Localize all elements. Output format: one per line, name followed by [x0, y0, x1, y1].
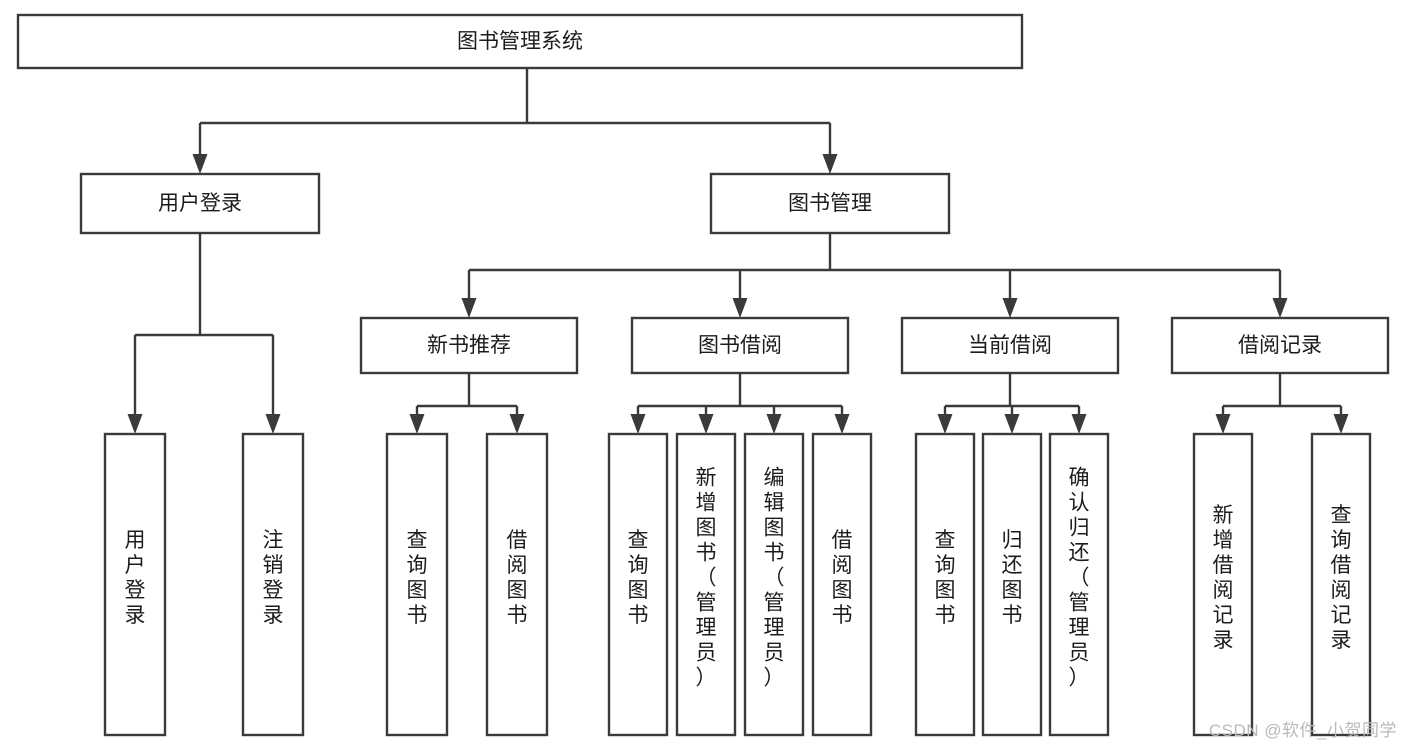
- node-new-book-recommend[interactable]: 新书推荐: [359, 316, 579, 375]
- connector-layer: [127, 68, 1349, 434]
- node-label-new-book-recommend: 新书推荐: [427, 334, 511, 357]
- node-leaf-borrow-book[interactable]: 借阅图书: [811, 432, 873, 737]
- node-box-leaf-confirm-return-admin[interactable]: [1048, 432, 1110, 737]
- root-to-book-management-icon: [822, 154, 838, 174]
- borrow-record-to-leaf-query-borrow-record-icon: [1333, 414, 1349, 434]
- node-box-leaf-user-login[interactable]: [103, 432, 167, 737]
- node-label-leaf-query-borrow-record: 查询借阅记录: [1331, 504, 1352, 652]
- node-label-leaf-add-book-admin: 新增图书（管理员）: [696, 467, 717, 690]
- node-label-book-borrow: 图书借阅: [698, 334, 782, 357]
- node-leaf-query-book-current[interactable]: 查询图书: [914, 432, 976, 737]
- node-box-root[interactable]: [16, 13, 1024, 70]
- node-label-leaf-query-book-recommend: 查询图书: [407, 529, 428, 627]
- node-leaf-user-login[interactable]: 用户登录: [103, 432, 167, 737]
- user-login-to-leaf-user-logout-icon: [265, 414, 281, 434]
- node-label-leaf-query-book-borrow: 查询图书: [628, 529, 649, 627]
- node-leaf-add-borrow-record[interactable]: 新增借阅记录: [1192, 432, 1254, 737]
- node-label-book-management: 图书管理: [788, 192, 872, 215]
- node-box-leaf-user-logout[interactable]: [241, 432, 305, 737]
- node-box-leaf-edit-book-admin[interactable]: [743, 432, 805, 737]
- node-leaf-confirm-return-admin[interactable]: 确认归还（管理员）: [1048, 432, 1110, 737]
- node-label-borrow-record: 借阅记录: [1238, 334, 1322, 357]
- node-box-leaf-borrow-book-recommend[interactable]: [485, 432, 549, 737]
- node-label-leaf-return-book: 归还图书: [1002, 529, 1023, 627]
- user-login-to-leaf-user-login-icon: [127, 414, 143, 434]
- node-box-leaf-add-borrow-record[interactable]: [1192, 432, 1254, 737]
- node-user-login[interactable]: 用户登录: [79, 172, 321, 235]
- book-management-to-borrow-record-icon: [1272, 298, 1288, 318]
- book-borrow-to-leaf-borrow-book-icon: [834, 414, 850, 434]
- node-box-borrow-record[interactable]: [1170, 316, 1390, 375]
- book-management-to-current-borrow-icon: [1002, 298, 1018, 318]
- node-label-leaf-query-book-current: 查询图书: [935, 529, 956, 627]
- node-label-leaf-user-logout: 注销登录: [263, 529, 284, 627]
- node-current-borrow[interactable]: 当前借阅: [900, 316, 1120, 375]
- node-label-user-login: 用户登录: [158, 192, 242, 215]
- node-leaf-user-logout[interactable]: 注销登录: [241, 432, 305, 737]
- node-box-leaf-query-book-borrow[interactable]: [607, 432, 669, 737]
- book-management-to-book-borrow-icon: [732, 298, 748, 318]
- node-label-leaf-add-borrow-record: 新增借阅记录: [1213, 504, 1234, 652]
- node-box-leaf-add-book-admin[interactable]: [675, 432, 737, 737]
- node-leaf-query-borrow-record[interactable]: 查询借阅记录: [1310, 432, 1372, 737]
- node-layer: 图书管理系统用户登录图书管理新书推荐图书借阅当前借阅借阅记录用户登录注销登录查询…: [16, 13, 1390, 737]
- node-box-book-borrow[interactable]: [630, 316, 850, 375]
- node-label-leaf-borrow-book-recommend: 借阅图书: [507, 529, 528, 627]
- node-box-book-management[interactable]: [709, 172, 951, 235]
- node-label-leaf-edit-book-admin: 编辑图书（管理员）: [764, 467, 785, 690]
- node-leaf-edit-book-admin[interactable]: 编辑图书（管理员）: [743, 432, 805, 737]
- node-root[interactable]: 图书管理系统: [16, 13, 1024, 70]
- root-to-user-login-icon: [192, 154, 208, 174]
- node-box-current-borrow[interactable]: [900, 316, 1120, 375]
- node-box-leaf-query-book-current[interactable]: [914, 432, 976, 737]
- node-label-current-borrow: 当前借阅: [968, 334, 1052, 357]
- current-borrow-to-leaf-query-book-current-icon: [937, 414, 953, 434]
- borrow-record-to-leaf-add-borrow-record-icon: [1215, 414, 1231, 434]
- node-box-new-book-recommend[interactable]: [359, 316, 579, 375]
- node-box-leaf-query-borrow-record[interactable]: [1310, 432, 1372, 737]
- node-book-management[interactable]: 图书管理: [709, 172, 951, 235]
- node-box-user-login[interactable]: [79, 172, 321, 235]
- new-book-recommend-to-leaf-query-book-recommend-icon: [409, 414, 425, 434]
- book-borrow-to-leaf-edit-book-admin-icon: [766, 414, 782, 434]
- node-leaf-return-book[interactable]: 归还图书: [981, 432, 1043, 737]
- new-book-recommend-to-leaf-borrow-book-recommend-icon: [509, 414, 525, 434]
- node-box-leaf-borrow-book[interactable]: [811, 432, 873, 737]
- node-book-borrow[interactable]: 图书借阅: [630, 316, 850, 375]
- node-box-leaf-query-book-recommend[interactable]: [385, 432, 449, 737]
- node-leaf-query-book-recommend[interactable]: 查询图书: [385, 432, 449, 737]
- current-borrow-to-leaf-return-book-icon: [1004, 414, 1020, 434]
- node-label-leaf-borrow-book: 借阅图书: [832, 529, 853, 627]
- node-leaf-borrow-book-recommend[interactable]: 借阅图书: [485, 432, 549, 737]
- node-borrow-record[interactable]: 借阅记录: [1170, 316, 1390, 375]
- node-label-leaf-user-login: 用户登录: [125, 529, 146, 627]
- watermark-label: CSDN @软件_小贺同学: [1208, 721, 1397, 740]
- node-leaf-query-book-borrow[interactable]: 查询图书: [607, 432, 669, 737]
- node-box-leaf-return-book[interactable]: [981, 432, 1043, 737]
- node-leaf-add-book-admin[interactable]: 新增图书（管理员）: [675, 432, 737, 737]
- current-borrow-to-leaf-confirm-return-admin-icon: [1071, 414, 1087, 434]
- book-borrow-to-leaf-query-book-borrow-icon: [630, 414, 646, 434]
- book-management-to-new-book-recommend-icon: [461, 298, 477, 318]
- node-label-leaf-confirm-return-admin: 确认归还（管理员）: [1069, 467, 1090, 690]
- node-label-root: 图书管理系统: [457, 30, 583, 53]
- book-borrow-to-leaf-add-book-admin-icon: [698, 414, 714, 434]
